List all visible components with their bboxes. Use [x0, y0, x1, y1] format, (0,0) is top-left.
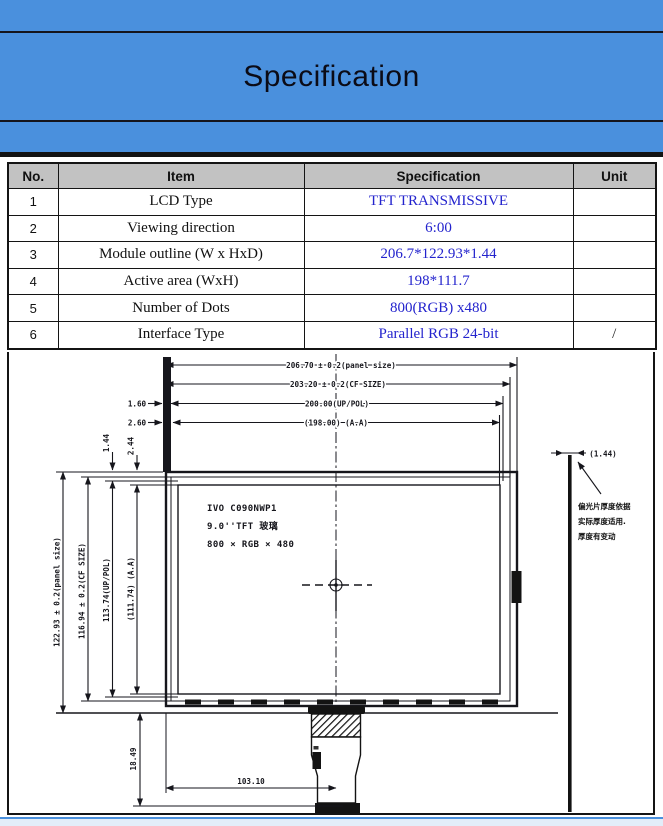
dim-aa-height: (111.74) (A.A)	[127, 557, 136, 621]
dim-cf-width: 203.20 ± 0.2(CF SIZE)	[290, 380, 386, 389]
left-dimension-lines: 122.93 ± 0.2(panel size) 116.94 ± 0.2(CF…	[51, 471, 184, 714]
side-note-line-2: 实际厚度适用.	[578, 516, 626, 526]
cell-item: Viewing direction	[57, 214, 305, 243]
dim-pol-height: 113.74(UP/POL)	[102, 558, 111, 622]
dim-fpc-height: 18.49	[129, 747, 138, 770]
dim-aa-width: (198.00) (A.A)	[304, 419, 368, 428]
dim-left-offset-1: 1.60	[128, 400, 147, 409]
panel-label-line-3: 800 × RGB × 480	[207, 540, 294, 550]
cell-no: 5	[7, 294, 59, 322]
col-header-spec: Specification	[303, 162, 574, 189]
center-target-icon	[302, 560, 372, 611]
cell-no: 4	[7, 267, 59, 296]
dim-fpc-width: 103.10	[237, 777, 265, 786]
title-banner: Specification	[0, 33, 663, 122]
cell-unit: /	[572, 320, 657, 350]
col-header-unit: Unit	[572, 162, 657, 189]
table-row: 5 Number of Dots 800(RGB) x480	[7, 294, 657, 322]
table-row: 2 Viewing direction 6:00	[7, 214, 657, 243]
top-edge-offset-dims: 1.44 2.44	[101, 432, 141, 471]
cell-spec: TFT TRANSMISSIVE	[303, 188, 574, 216]
table-row: 6 Interface Type Parallel RGB 24-bit /	[7, 320, 657, 350]
table-row: 1 LCD Type TFT TRANSMISSIVE	[7, 188, 657, 216]
dim-cf-height: 116.94 ± 0.2(CF SIZE)	[78, 543, 87, 639]
cell-unit	[572, 241, 657, 269]
cell-no: 3	[7, 241, 59, 269]
spec-table: No. Item Specification Unit 1 LCD Type T…	[7, 162, 657, 350]
fpc-component	[312, 752, 321, 769]
dim-panel-width: 206.70 ± 0.2(panel size)	[286, 361, 396, 370]
cell-no: 1	[7, 188, 59, 216]
cell-spec: Parallel RGB 24-bit	[303, 320, 574, 350]
page-title: Specification	[243, 59, 420, 93]
cell-item: LCD Type	[57, 188, 305, 216]
bottom-dimension-lines: 103.10 18.49	[128, 712, 343, 807]
side-note-line-3: 厚度有变动	[578, 531, 616, 541]
cell-spec: 206.7*122.93*1.44	[303, 241, 574, 269]
panel-label-line-1: IVO C090NWP1	[207, 504, 277, 514]
dim-top-offset-2: 2.44	[127, 436, 136, 455]
panel-label: IVO C090NWP1 9.0''TFT 玻璃 800 × RGB × 480	[207, 504, 294, 550]
cell-item: Module outline (W x HxD)	[57, 241, 305, 269]
top-dimension-lines: 206.70 ± 0.2(panel size) 203.20 ± 0.2(CF…	[126, 360, 518, 429]
table-row: 4 Active area (WxH) 198*111.7	[7, 267, 657, 296]
side-note-line-1: 偏光片厚度依据	[578, 501, 631, 511]
cell-unit	[572, 188, 657, 216]
top-banner-strip	[0, 0, 663, 33]
table-row: 3 Module outline (W x HxD) 206.7*122.93*…	[7, 241, 657, 269]
cell-unit	[572, 294, 657, 322]
cell-spec: 800(RGB) x480	[303, 294, 574, 322]
sub-banner-strip	[0, 122, 663, 152]
cell-item: Active area (WxH)	[57, 267, 305, 296]
dim-pol-width: 200.00(UP/POL)	[305, 400, 369, 409]
fpc-tail	[308, 706, 365, 813]
cell-spec: 198*111.7	[303, 267, 574, 296]
fpc-stiffener	[310, 713, 362, 738]
dim-top-offset-1: 1.44	[102, 433, 111, 452]
fpc-connector	[315, 803, 360, 813]
dim-panel-height: 122.93 ± 0.2(panel size)	[53, 537, 62, 647]
side-view: (1.44) 偏光片厚度依据 实际厚度适用. 厚度有变动	[551, 448, 631, 812]
extension-lines	[163, 357, 518, 485]
cell-unit	[572, 214, 657, 243]
col-header-item: Item	[57, 162, 305, 189]
fpc-body	[310, 736, 362, 804]
col-header-no: No.	[7, 162, 59, 189]
bottom-strip	[0, 817, 663, 826]
table-header-row: No. Item Specification Unit	[7, 162, 657, 189]
cell-no: 2	[7, 214, 59, 243]
dimension-drawing-canvas: 206.70 ± 0.2(panel size) 203.20 ± 0.2(CF…	[51, 354, 631, 813]
dim-left-offset-2: 2.60	[128, 419, 147, 428]
cell-no: 6	[7, 320, 59, 350]
panel-label-line-2: 9.0''TFT 玻璃	[207, 520, 278, 532]
cell-item: Number of Dots	[57, 294, 305, 322]
right-edge-tab	[511, 571, 522, 603]
dim-thickness: (1.44)	[589, 450, 616, 459]
cell-unit	[572, 267, 657, 296]
cell-item: Interface Type	[57, 320, 305, 350]
divider-bar	[0, 152, 663, 157]
dimension-drawing: 206.70 ± 0.2(panel size) 203.20 ± 0.2(CF…	[7, 352, 655, 815]
cell-spec: 6:00	[303, 214, 574, 243]
bonding-pads	[185, 699, 498, 705]
